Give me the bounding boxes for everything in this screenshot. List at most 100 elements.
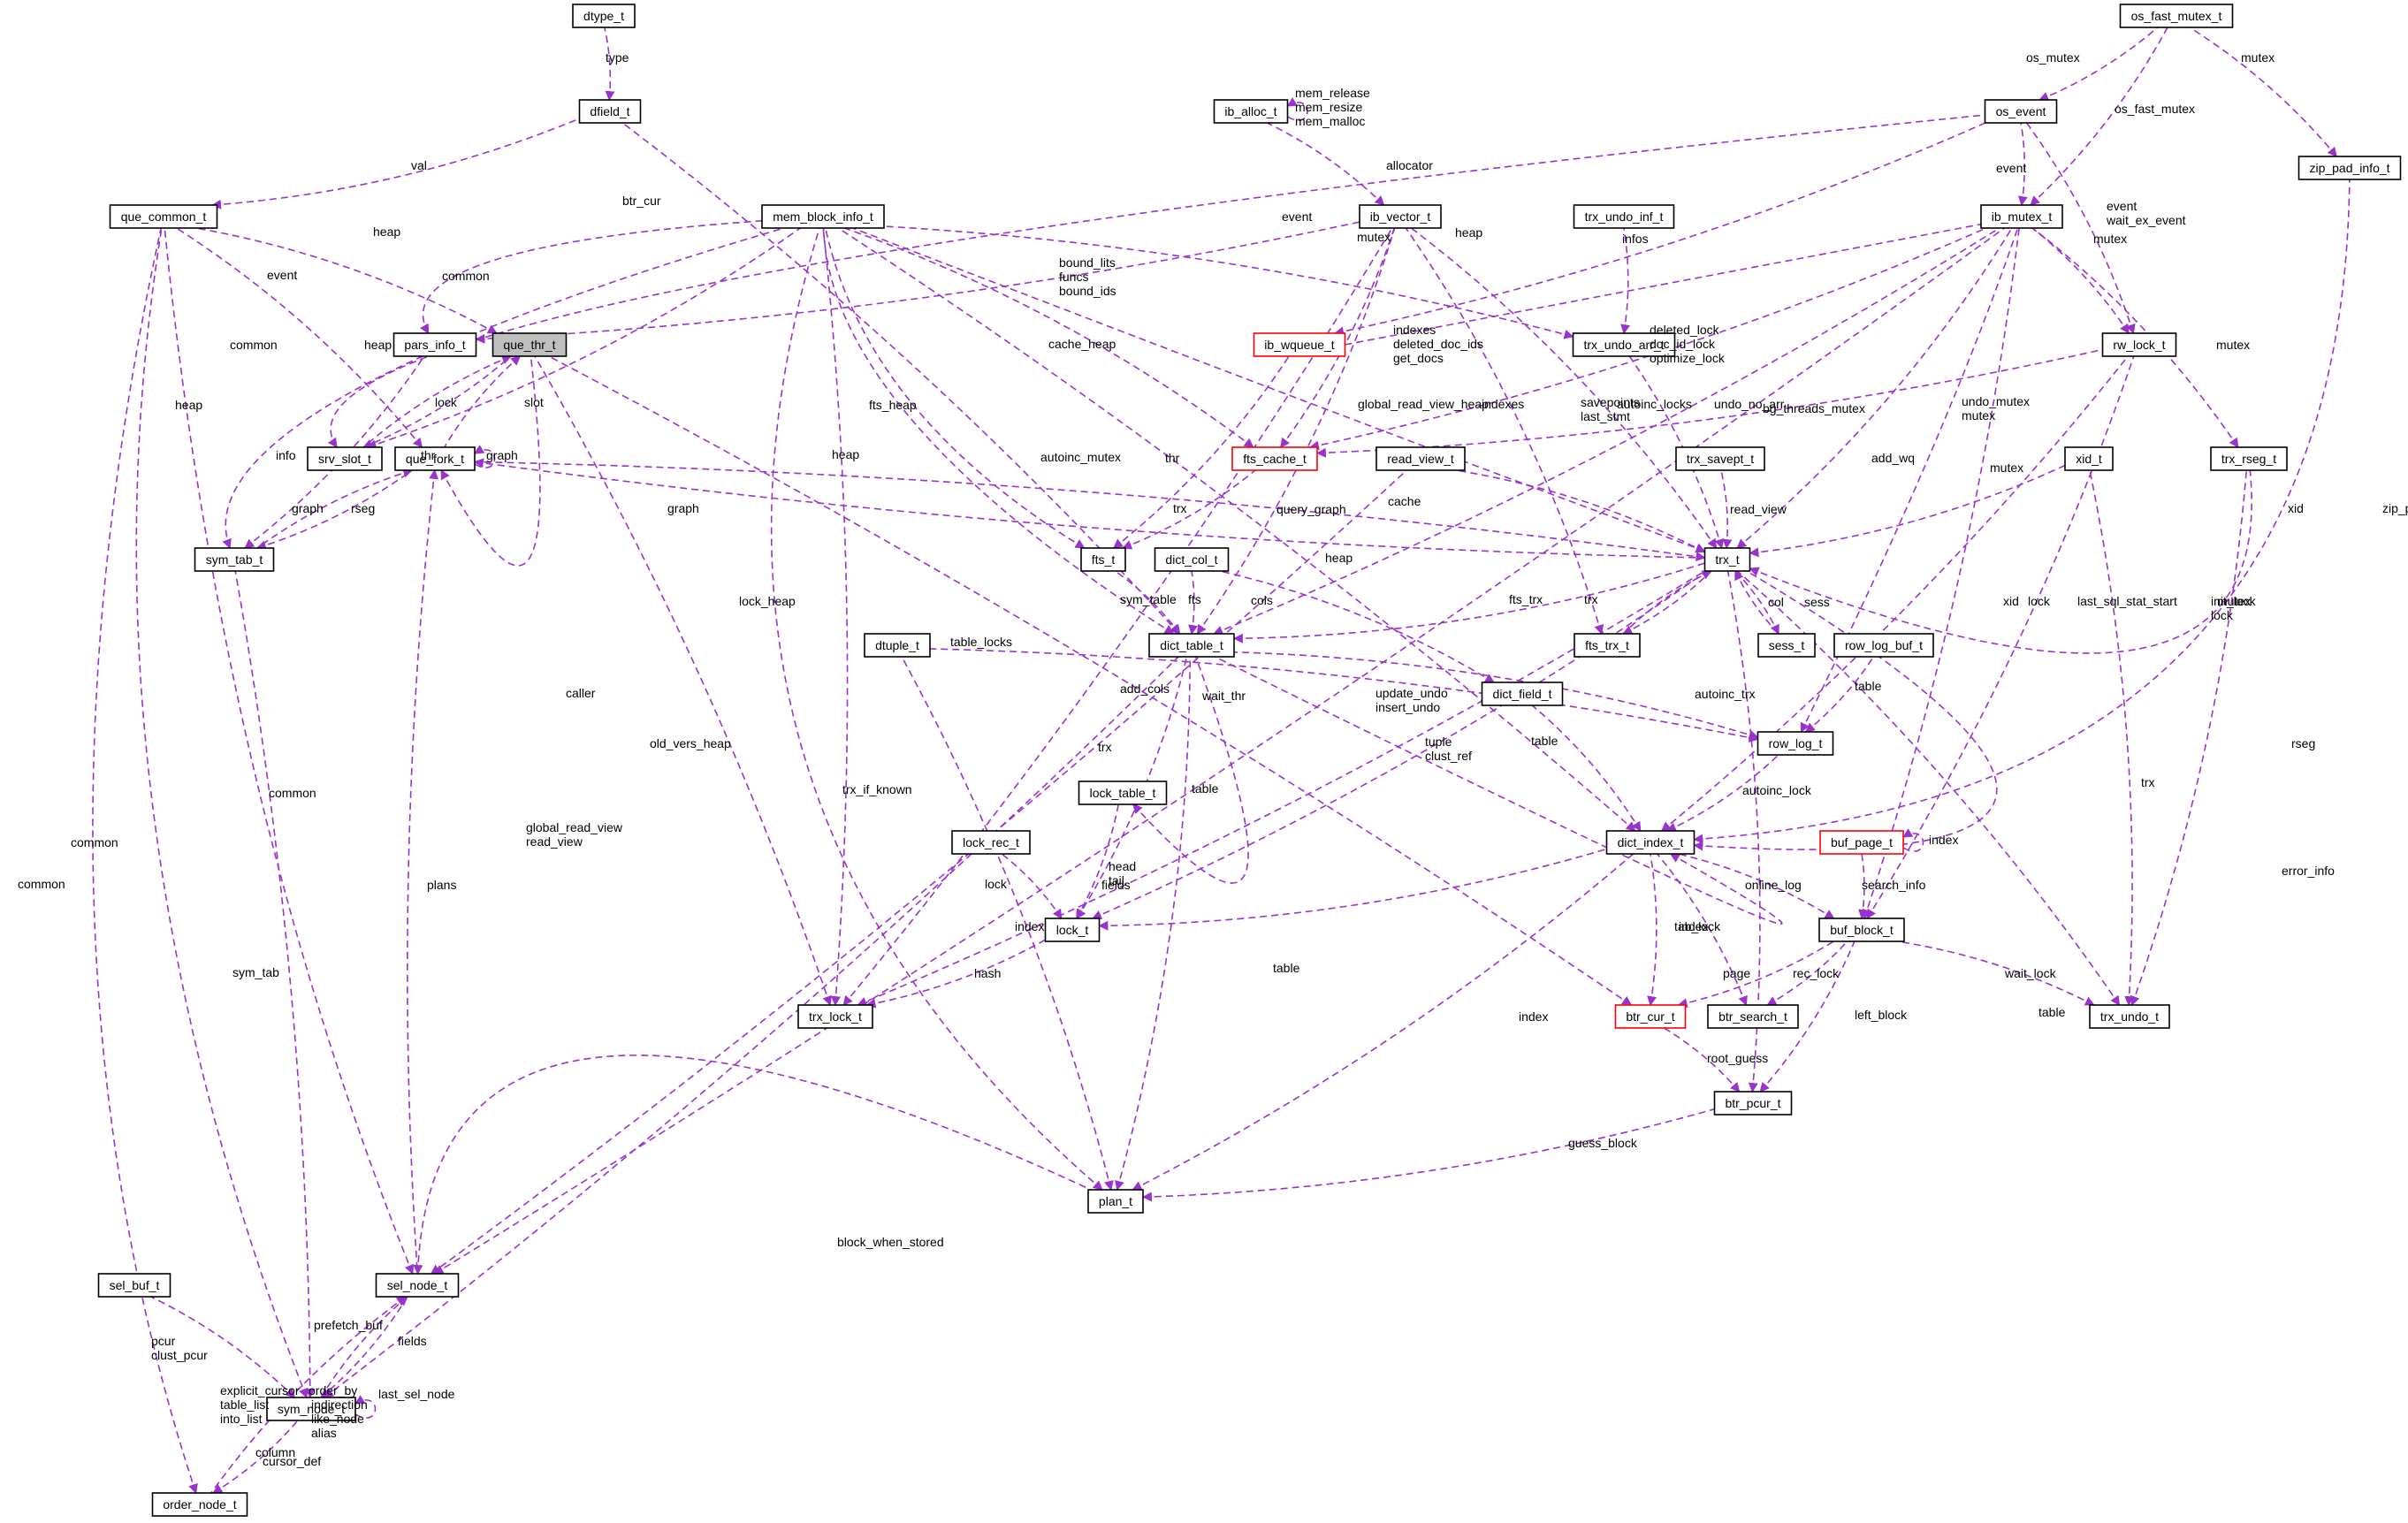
edge-trx-t-to-dict-index-t <box>1693 570 1998 851</box>
edge-label: global_read_view <box>526 820 623 834</box>
edge-label: cache_heap <box>1048 337 1116 351</box>
node-label: ib_alloc_t <box>1224 104 1276 118</box>
edge-buf-block-t-to-trx-undo-t <box>1897 940 2095 1006</box>
edge-ib-vector-t-to-dict-table-t <box>1196 227 1396 635</box>
edge-label: heap <box>1455 225 1482 240</box>
edge-trx-t-to-trx-undo-t <box>1736 570 2121 1006</box>
edge-label: btr_cur <box>622 194 661 208</box>
node-label: buf_page_t <box>1831 835 1893 849</box>
edge-label: like_node <box>311 1412 364 1426</box>
edge-sym-node-t-to-sel-node-t <box>320 1296 408 1398</box>
edge-label: trx_if_known <box>842 782 912 796</box>
node-box <box>864 633 931 658</box>
edge-label: graph <box>292 501 324 515</box>
node-read-view-t: read_view_t <box>1375 446 1466 471</box>
edge-label: lock_heap <box>739 594 796 608</box>
edge-label: tail <box>1109 873 1124 887</box>
edge-label: fts <box>1188 592 1201 606</box>
node-box <box>1713 1091 1793 1116</box>
edge-label: fields <box>398 1334 427 1348</box>
node-btr-search-t: btr_search_t <box>1707 1004 1799 1029</box>
edge-label: thr <box>421 448 436 462</box>
edge-mem-block-info-t-to-trx-undo-arr-t <box>883 225 1574 339</box>
edge-label: error_info <box>2282 864 2335 878</box>
node-box <box>151 1492 248 1517</box>
node-label: sel_buf_t <box>110 1278 160 1292</box>
edge-ib-mutex-t-to-sel-node-t <box>433 227 2005 1275</box>
edge-dfield-t-to-que-common-t <box>211 118 580 209</box>
edge-srv-slot-t-to-que-thr-t <box>362 354 512 448</box>
node-label: sym_tab_t <box>206 552 263 567</box>
edge-label: global_read_view_heap <box>1358 397 1489 411</box>
node-box <box>1757 633 1816 658</box>
node-label: trx_undo_arr_t <box>1583 338 1664 352</box>
node-buf-block-t: buf_block_t <box>1818 918 1905 942</box>
edge-label: table <box>1531 734 1558 748</box>
edge-label: autoinc_locks <box>1617 397 1692 411</box>
edge-label: head <box>1109 859 1136 873</box>
edge-label: event <box>1282 209 1312 224</box>
node-label: pars_info_t <box>404 338 465 352</box>
edge-label: doc_id_lock <box>1650 337 1716 351</box>
node-box <box>2298 156 2402 180</box>
edge-dict-table-t-to-dict-index-t <box>1214 656 1783 925</box>
node-que-fork-t: que_fork_t <box>394 446 476 471</box>
edge-trx-undo-inf-t-to-trx-undo-arr-t <box>1620 227 1630 335</box>
node-que-thr-t: que_thr_t <box>492 332 568 357</box>
edge-dict-field-t-to-dict-index-t <box>1531 704 1642 832</box>
edge-label: mem_malloc <box>1295 114 1365 128</box>
edge-label: indirection <box>311 1397 368 1412</box>
edge-label: index <box>1929 833 1958 847</box>
node-zip-pad-info-t: zip_pad_info_t <box>2298 156 2402 180</box>
edge-label: heap <box>1325 551 1353 565</box>
edge-label: index <box>1015 919 1044 933</box>
edge-os-event-to-rw-lock-t <box>2025 122 2136 335</box>
edge-dict-table-t-to-row-log-t <box>1233 651 1759 740</box>
node-dict-col-t: dict_col_t <box>1154 547 1230 572</box>
edge-trx-t-to-que-fork-t <box>473 458 1705 559</box>
node-os-fast-mutex-t: os_fast_mutex_t <box>2119 4 2234 28</box>
edge-que-fork-t-to-que-fork-t <box>474 445 496 468</box>
edge-label: root_guess <box>1707 1051 1768 1065</box>
edge-os-event-to-ib-wqueue-t <box>1334 122 1986 337</box>
edge-label: update_undo <box>1375 686 1448 700</box>
edge-dtuple-t-to-row-log-t <box>929 648 1759 742</box>
edge-dict-col-t-to-dict-field-t <box>1219 570 1495 683</box>
node-box <box>1481 682 1564 706</box>
node-label: srv_slot_t <box>318 452 371 466</box>
node-label: read_view_t <box>1387 452 1454 466</box>
edge-label: clust_ref <box>1425 749 1472 763</box>
edge-sel-node-t-to-sym-node-t <box>320 1296 408 1398</box>
node-box <box>951 830 1031 855</box>
node-box <box>1819 830 1904 855</box>
edge-label: table_locks <box>950 635 1012 649</box>
node-box <box>1572 332 1676 357</box>
node-label: dict_col_t <box>1165 552 1217 567</box>
edge-label: event <box>267 268 297 282</box>
edge-label: common <box>18 877 65 891</box>
edge-label: table_list <box>220 1397 269 1412</box>
edge-label: table <box>1855 679 1882 693</box>
node-box <box>266 1397 356 1421</box>
edge-label: heap <box>832 447 859 461</box>
node-label: ib_vector_t <box>1370 209 1431 224</box>
node-label: dict_field_t <box>1493 687 1552 701</box>
edge-label: os_mutex <box>2026 50 2080 65</box>
node-box <box>1574 633 1641 658</box>
edge-label: event <box>1996 161 2026 175</box>
node-plan-t: plan_t <box>1087 1189 1144 1214</box>
node-btr-pcur-t: btr_pcur_t <box>1713 1091 1793 1116</box>
edge-mem-block-info-t-to-dict-table-t <box>822 227 1175 635</box>
node-lock-table-t: lock_table_t <box>1078 781 1168 805</box>
edge-sess-t-to-trx-t <box>1734 570 1779 635</box>
edge-label: mutex <box>2093 232 2127 246</box>
edge-lock-table-t-to-lock-t <box>1076 803 1120 919</box>
edge-ib-wqueue-t-to-fts-t <box>1113 355 1290 549</box>
edge-label: explicit_cursor <box>220 1383 300 1397</box>
node-label: que_thr_t <box>503 338 555 352</box>
edge-buf-block-t-to-btr-search-t <box>1766 940 1848 1006</box>
edge-label: clust_pcur <box>151 1348 208 1362</box>
edge-label: wait_ex_event <box>2106 213 2186 227</box>
edge-label: autoinc_lock <box>1742 783 1812 797</box>
edge-ib-vector-t-to-trx-lock-t <box>842 227 1393 1006</box>
